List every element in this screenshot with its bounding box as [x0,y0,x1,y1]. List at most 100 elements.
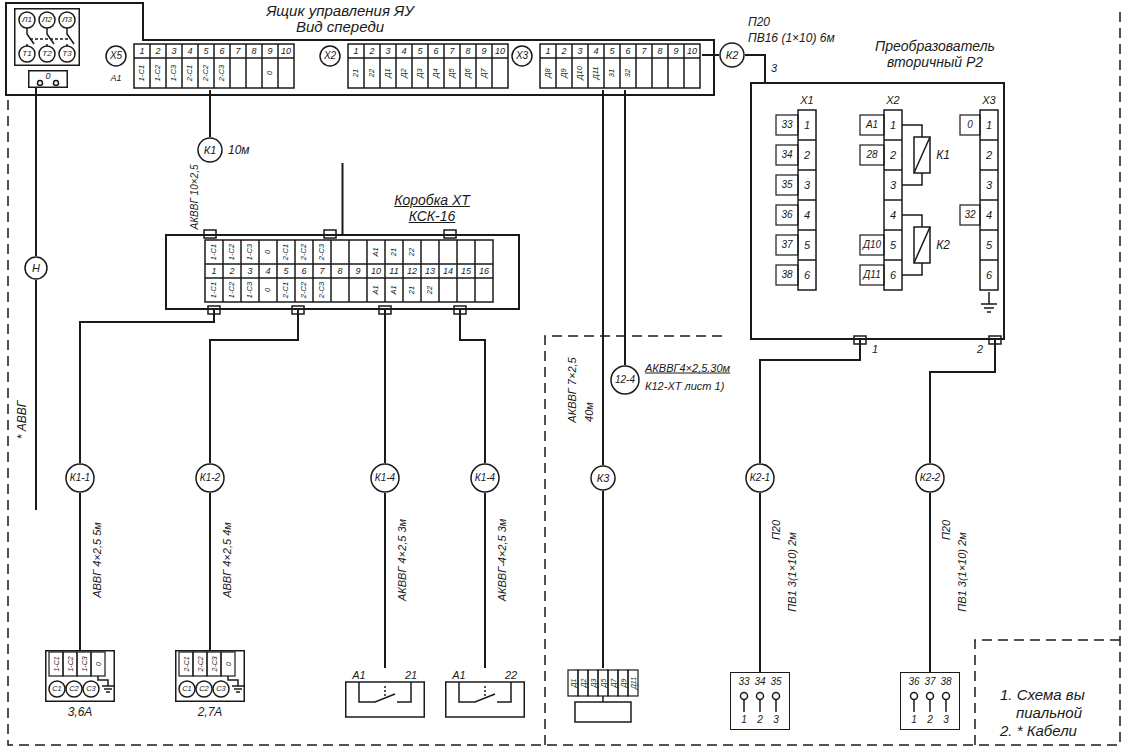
label-text: 2 [986,150,992,161]
terminal-circle [213,681,229,697]
callout-circle [196,464,224,492]
label-text: Х2 [886,95,899,106]
terminal-circle [59,12,75,28]
label-text: Х3 [982,95,995,106]
label-text: 2-С3 [211,656,218,671]
dashed-frame [545,336,728,745]
strip-outline [884,110,902,290]
callout-number: Н [24,256,48,280]
drawn-line [759,700,761,713]
label-text: 2-С1 [282,282,290,298]
label-text: 3 [577,47,582,56]
cable-line [602,90,604,465]
cable-line [745,55,765,82]
callout-number: К1-1 [65,463,95,493]
cable-spec: АКВВГ 7×2,5 [567,357,578,422]
label-text: 1-С1 [138,65,146,81]
callout-number: К1-4 [475,473,495,483]
label-text: 35 [770,677,781,687]
cable-spec: АВВГ 4×2,5 4м [222,522,233,598]
drawn-line [929,700,931,713]
cable-line [929,493,931,672]
label-text: 8 [657,47,662,56]
label-text: 4 [593,47,598,56]
cable-line [460,310,485,463]
drawn-line [980,199,998,201]
node-drawing [958,92,1002,302]
label-text: Т2 [42,50,51,58]
label-text: 37 [924,677,935,687]
drawn-line [312,240,314,302]
label-text: 4 [401,47,406,56]
label-text: 0 [264,250,272,254]
label-text: 22 [408,248,416,256]
cable-line [210,310,298,463]
label-text: 22 [368,69,376,77]
switch-outline [346,682,425,717]
drawn-line [181,44,183,88]
drawn-line [980,229,998,231]
cell-outline [193,652,207,676]
relay-wiring [902,215,930,275]
label-text: Д2 [400,68,408,77]
drawn-line [884,169,902,171]
label-text: 32 [964,210,975,220]
note-text: пиальной [1016,705,1082,720]
label-text: 32 [624,69,632,77]
label-text: 2-С3 [218,65,226,81]
drawn-line [294,240,296,302]
terminal-block: 361372383 [900,672,960,730]
terminal-circle [39,46,55,62]
callout-number: К1-4 [375,473,395,483]
drawn-line [456,240,458,302]
callout-circle [611,366,639,394]
drawn-line [945,700,947,713]
terminal-outline [901,673,960,730]
control-box: Ящик управления ЯУ Вид спередиЛ1Т1Л2Т2Л3… [5,2,715,96]
label-text: Д1 [384,68,392,77]
strip-label-circle [512,46,532,66]
wire-cell [860,265,884,285]
label-text: 3 [986,180,992,191]
label-text: Д3 [416,68,424,77]
motor-symbol: 1-С11-С21-С30С1С2С33,6А [45,650,115,702]
junction-outline [166,235,519,309]
junction-box: Коробка ХТ КСК-1612345678910111213141516… [165,234,520,310]
ground-symbol [98,676,114,692]
callout-number: 12-4 [610,365,640,395]
label-text: 2 [927,715,933,725]
label-text: 1 [139,47,144,56]
drawn-line [491,44,493,88]
drawn-line [798,199,816,201]
cell-outline [578,670,588,696]
drawn-line [980,259,998,261]
motor-symbol: 2-С12-С22-С30С1С2С32,7А [175,650,245,702]
callout-circle [591,466,615,490]
cable-spec: П20 [771,520,782,540]
drawn-line [798,229,816,231]
drawn-line [366,240,368,302]
drawn-line [258,240,260,302]
wire-cell [860,235,884,255]
label-text: 22 [505,670,517,681]
terminal-circle [54,81,59,86]
drawn-line [603,44,605,88]
label-text: 33 [781,120,792,130]
label-text: Т3 [62,50,71,58]
cell-outline [618,670,628,696]
drawn-line [229,44,231,88]
drawn-line [411,44,413,88]
drawn-line [884,229,902,231]
cable-line [80,310,214,463]
label-text: Д9 [620,679,627,688]
label-text: 3 [247,267,252,276]
label-text: С3 [86,685,96,693]
ground-symbol [228,676,244,692]
label-text: 6 [804,270,810,281]
cable-spec: К12-ХТ лист 1) [645,381,724,392]
label-text: 6 [986,270,992,281]
label-text: 2 [890,150,896,161]
label-text: 1 [545,47,550,56]
